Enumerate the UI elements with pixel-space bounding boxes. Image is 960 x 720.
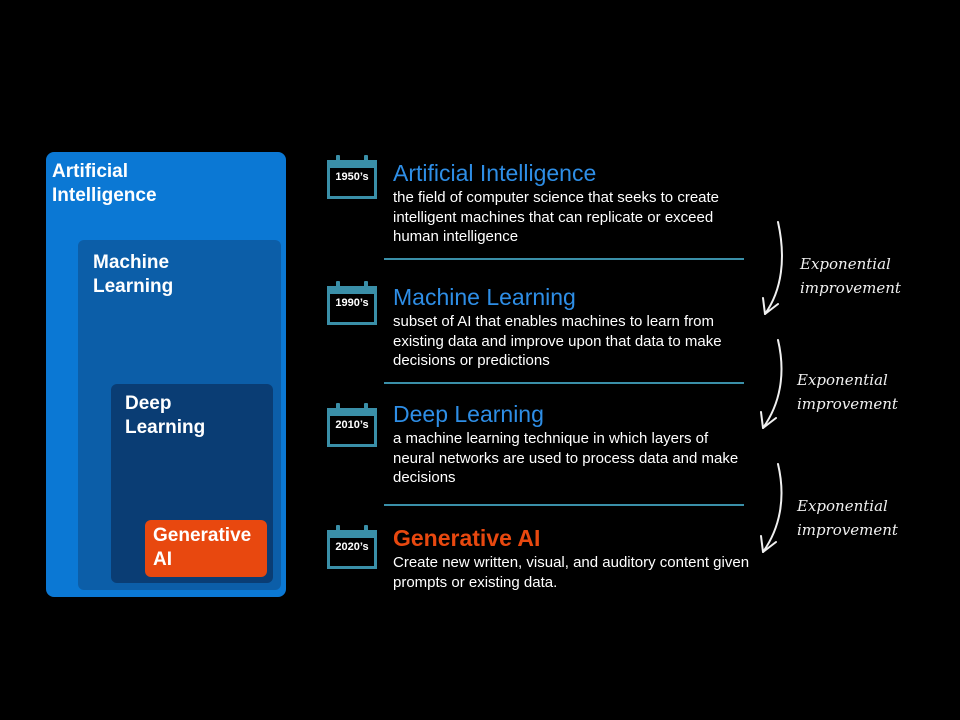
exponential-improvement-note: Exponential improvement xyxy=(800,255,901,297)
divider xyxy=(384,504,744,506)
era-generative-ai: Generative AI Create new written, visual… xyxy=(393,525,753,592)
era-year: 1950’s xyxy=(335,171,369,183)
era-ai: Artificial Intelligence the field of com… xyxy=(393,160,753,247)
ai-box-label: Artificial Intelligence xyxy=(52,161,157,206)
era-year: 2010’s xyxy=(335,419,369,431)
era-description: the field of computer science that seeks… xyxy=(393,189,720,245)
curved-arrow-icon xyxy=(760,339,783,429)
divider xyxy=(384,382,744,384)
divider xyxy=(384,258,744,260)
era-ml: Machine Learning subset of AI that enabl… xyxy=(393,284,753,371)
era-title: Machine Learning xyxy=(393,284,576,310)
calendar-icon: 1950’s xyxy=(327,155,377,201)
curved-arrow-icon xyxy=(760,463,783,553)
exponential-improvement-note: Exponential improvement xyxy=(797,497,898,539)
ml-box-label: Machine Learning xyxy=(93,252,174,297)
era-title: Deep Learning xyxy=(393,401,544,427)
era-title: Artificial Intelligence xyxy=(393,160,597,186)
curved-arrow-icon xyxy=(762,221,783,315)
era-description: a machine learning technique in which la… xyxy=(393,430,739,486)
generative-ai-box-label: Generative AI xyxy=(153,525,252,570)
era-title: Generative AI xyxy=(393,525,541,551)
generative-ai-box: Generative AI xyxy=(145,520,267,577)
era-dl: Deep Learning a machine learning techniq… xyxy=(393,401,753,488)
era-description: Create new written, visual, and auditory… xyxy=(393,554,750,591)
calendar-icon: 2020’s xyxy=(327,525,377,571)
era-year: 2020’s xyxy=(335,541,369,553)
calendar-icon: 1990’s xyxy=(327,281,377,327)
exponential-improvement-note: Exponential improvement xyxy=(797,371,898,413)
dl-box-label: Deep Learning xyxy=(125,393,206,438)
era-description: subset of AI that enables machines to le… xyxy=(393,313,722,369)
calendar-icon: 2010’s xyxy=(327,403,377,449)
era-year: 1990’s xyxy=(335,297,369,309)
